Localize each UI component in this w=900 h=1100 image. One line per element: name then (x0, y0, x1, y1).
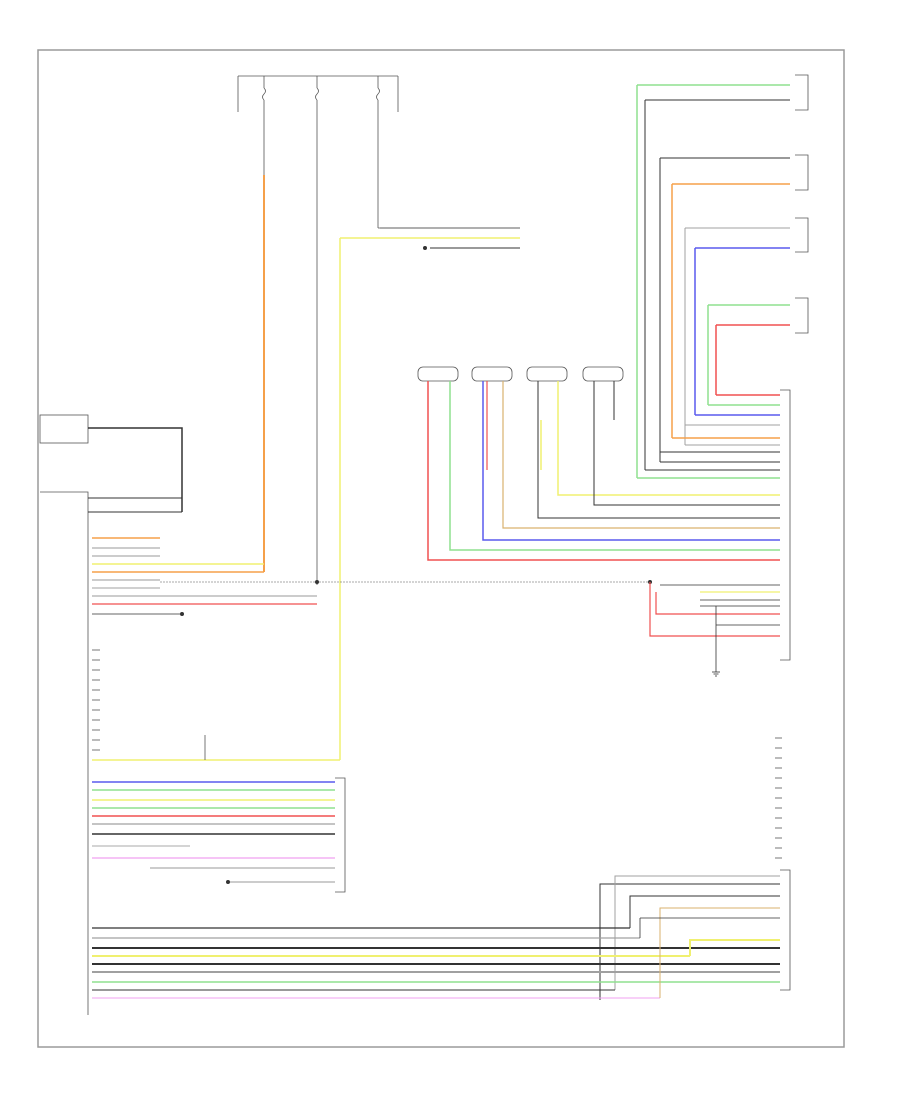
connector-icon (471, 366, 513, 382)
splice-icon (423, 246, 427, 250)
right-lower-pin-ticks (775, 737, 782, 859)
left-pin-ticks (92, 649, 100, 751)
connector-icon (417, 366, 459, 382)
radio-module (39, 414, 89, 1015)
right-bracket-lower-left (335, 777, 346, 893)
fuse-icon (315, 76, 319, 118)
connector-icon (582, 366, 624, 382)
right-connector-rows-middle (649, 582, 780, 672)
connector-icon (526, 366, 568, 382)
lower-left-harness (92, 781, 335, 883)
ground-symbol-icon (226, 880, 230, 884)
right-connector-rows-upper (637, 394, 780, 479)
right-bracket-upper (780, 389, 791, 661)
right-bracket-bottom (780, 869, 791, 991)
bottom-harness (92, 875, 780, 1000)
speaker-bracket (795, 74, 809, 334)
tweeter-wiring (427, 381, 780, 561)
fuse-block (237, 75, 399, 118)
left-connector-pins (92, 537, 317, 615)
ground-symbol-icon (712, 671, 720, 677)
diagram-frame (37, 49, 845, 1048)
ground-symbol-icon (180, 612, 184, 616)
fuse-icon (262, 76, 266, 118)
fuse-icon (376, 76, 380, 118)
